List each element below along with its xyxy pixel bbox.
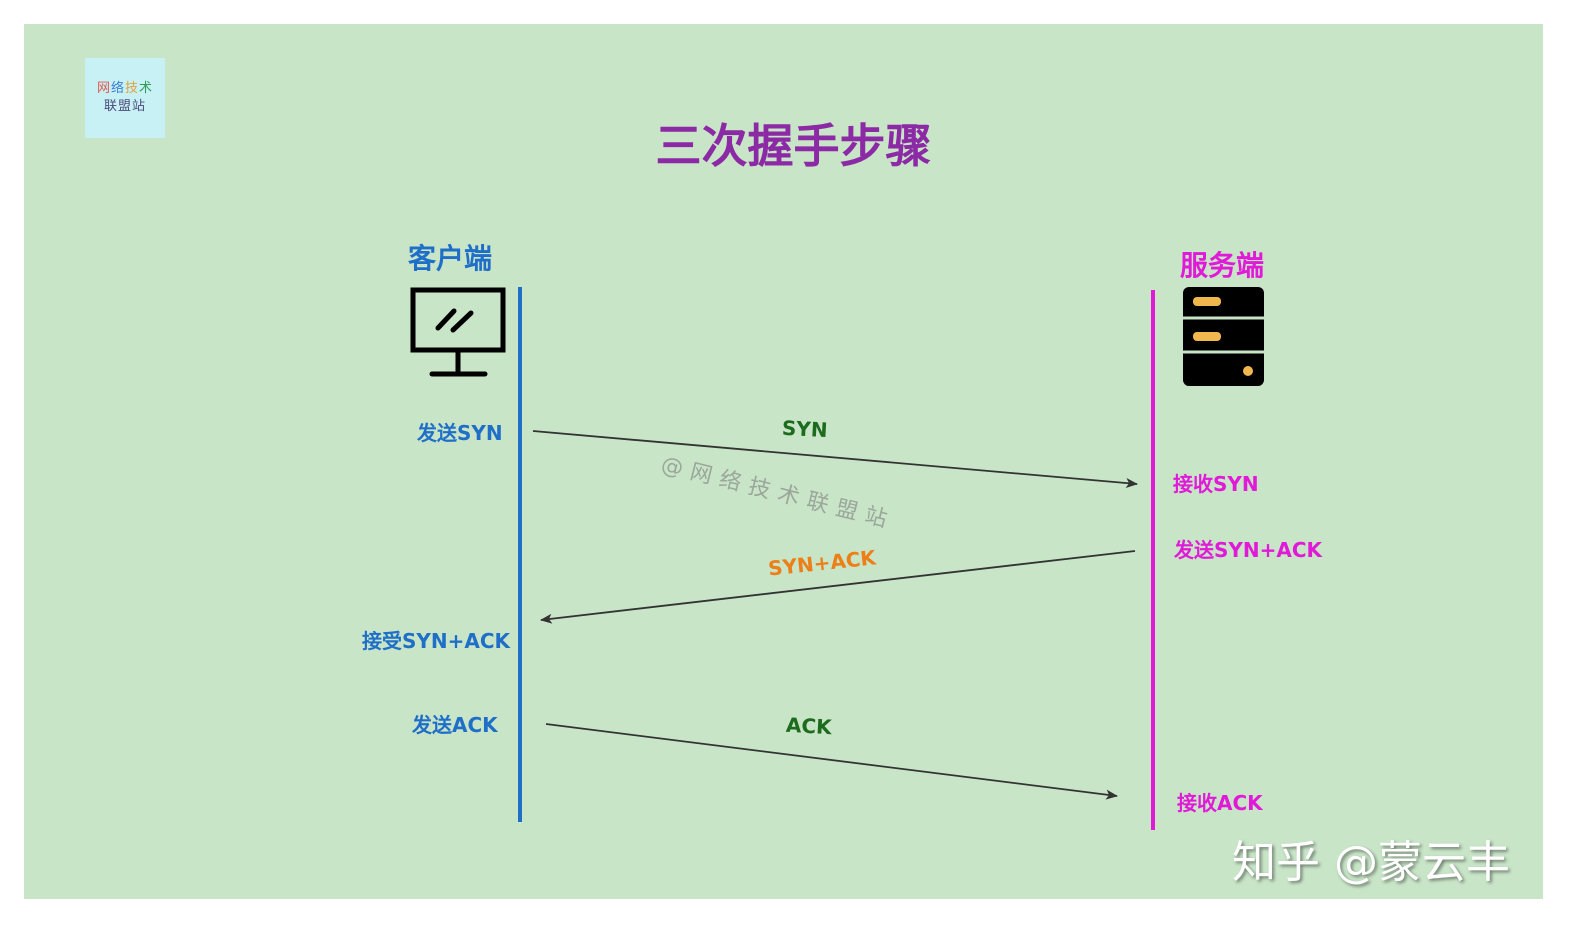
corner-watermark: 知乎 @蒙云丰 xyxy=(1232,837,1510,888)
client-send-syn-label: 发送SYN xyxy=(417,421,503,445)
syn-arrow xyxy=(532,430,1138,489)
server-icon xyxy=(1183,287,1264,386)
server-receive-ack-label: 接收ACK xyxy=(1177,791,1263,815)
diagram-title: 三次握手步骤 xyxy=(655,119,932,173)
client-label: 客户端 xyxy=(408,242,493,275)
client-send-ack-label: 发送ACK xyxy=(412,713,498,737)
server-send-syn-ack-label: 发送SYN+ACK xyxy=(1174,538,1323,562)
logo-line-2: 联盟站 xyxy=(103,99,146,114)
logo-char: 技 xyxy=(125,81,140,96)
server-label: 服务端 xyxy=(1180,249,1265,282)
ack-message-label: ACK xyxy=(785,712,833,740)
syn-ack-arrow xyxy=(540,550,1136,624)
logo-line-1: 网络技术 xyxy=(97,80,153,98)
logo: 网络技术 联盟站 xyxy=(85,58,165,138)
client-receive-syn-ack-label: 接受SYN+ACK xyxy=(362,629,511,653)
logo-char: 术 xyxy=(139,81,154,96)
logo-char: 络 xyxy=(110,81,125,96)
monitor-icon xyxy=(410,287,506,377)
logo-char: 网 xyxy=(96,81,111,96)
ack-arrow xyxy=(545,723,1118,800)
server-receive-syn-label: 接收SYN xyxy=(1173,472,1259,496)
syn-message-label: SYN xyxy=(781,415,829,443)
